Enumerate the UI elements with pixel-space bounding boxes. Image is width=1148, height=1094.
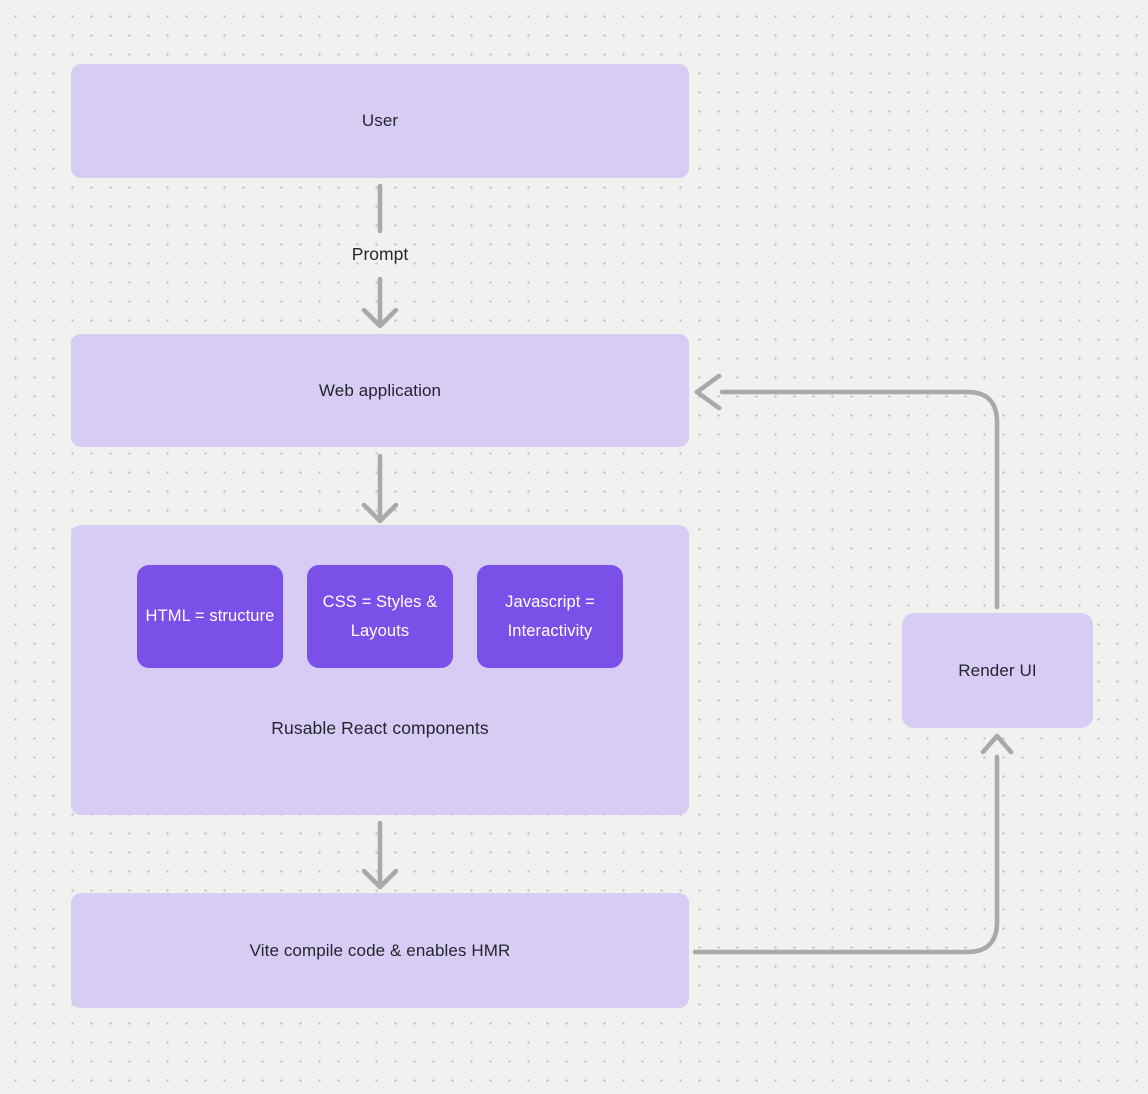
- node-css-styles-layouts: CSS = Styles & Layouts: [307, 565, 453, 668]
- node-render-ui-label: Render UI: [958, 660, 1037, 680]
- arrowhead-up-to-render: [980, 733, 1014, 755]
- node-html-structure: HTML = structure: [137, 565, 283, 668]
- arrowhead-down-to-vite: [361, 868, 399, 890]
- node-javascript-interactivity: Javascript = Interactivity: [477, 565, 623, 668]
- edge-label-prompt: Prompt: [351, 244, 409, 264]
- group-react-components-caption: Rusable React components: [271, 718, 489, 738]
- connector-vite-to-render: [692, 754, 1000, 955]
- node-render-ui: Render UI: [902, 613, 1093, 728]
- arrowhead-down-to-group: [361, 502, 399, 524]
- node-web-application-label: Web application: [318, 380, 442, 400]
- connector-render-to-webapp: [719, 389, 1000, 610]
- node-user: User: [71, 64, 689, 178]
- node-vite-hmr-label: Vite compile code & enables HMR: [249, 940, 511, 960]
- node-javascript-interactivity-label: Javascript = Interactivity: [505, 593, 595, 640]
- node-user-label: User: [361, 111, 399, 130]
- node-css-styles-layouts-label: CSS = Styles & Layouts: [322, 593, 438, 640]
- arrowhead-left-to-webapp: [694, 373, 722, 411]
- node-vite-hmr: Vite compile code & enables HMR: [71, 893, 689, 1008]
- arrowhead-down-to-webapp: [361, 307, 399, 329]
- group-react-components: HTML = structure CSS = Styles & Layouts …: [71, 525, 689, 815]
- node-web-application: Web application: [71, 334, 689, 447]
- node-html-structure-label: HTML = structure: [145, 607, 275, 626]
